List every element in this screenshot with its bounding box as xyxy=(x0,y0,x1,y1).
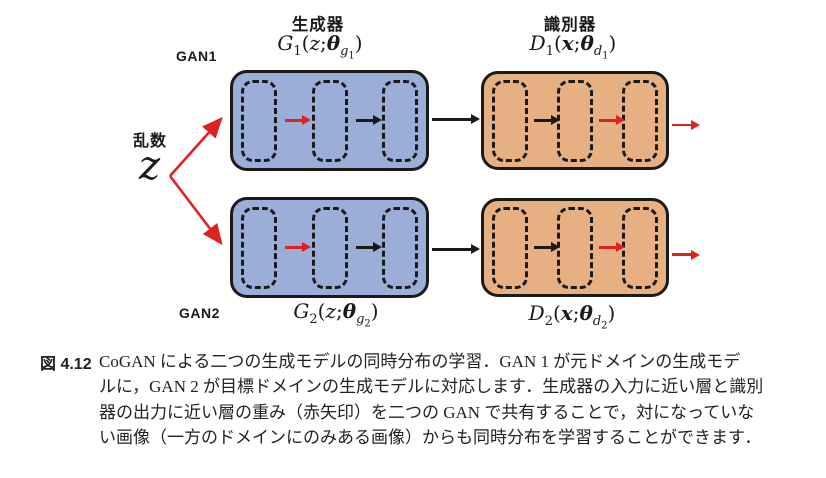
gan2-label: GAN2 xyxy=(179,305,220,321)
figure-number: 図 4.12 xyxy=(40,356,92,373)
shared-weight-arrow xyxy=(598,246,617,249)
z-symbol: z xyxy=(139,143,161,189)
layer-box xyxy=(311,206,348,289)
gan1-label: GAN1 xyxy=(176,48,217,64)
forward-arrow xyxy=(355,119,374,122)
layer-box xyxy=(557,206,593,289)
random-noise-label: 乱数 xyxy=(133,133,168,150)
gan2-discriminator-block xyxy=(481,198,669,297)
discriminator-header: 識別器 xyxy=(543,16,597,34)
layer-box xyxy=(382,79,418,162)
shared-weight-arrow xyxy=(598,119,617,122)
caption-line: CoGAN による二つの生成モデルの同時分布の学習．GAN 1 が元ドメインの生… xyxy=(99,352,741,371)
figure-caption: 図 4.12 CoGAN による二つの生成モデルの同時分布の学習．GAN 1 が… xyxy=(40,349,800,451)
g1-formula: G1(z;θg1) xyxy=(277,31,363,62)
layer-box xyxy=(557,79,593,162)
z-to-gan2-arrow xyxy=(168,175,223,246)
layer-box xyxy=(492,79,528,162)
forward-arrow xyxy=(355,246,374,249)
gan1-discriminator-block xyxy=(481,71,669,170)
shared-weight-arrow xyxy=(285,119,304,122)
layer-box xyxy=(241,206,277,289)
d2-formula: D2(x;θd2) xyxy=(528,301,616,332)
generator-header: 生成器 xyxy=(291,16,345,34)
gen2-to-disc2-arrow xyxy=(432,247,472,251)
shared-weight-arrow xyxy=(285,246,304,249)
layer-box xyxy=(311,79,348,162)
z-to-gan1-arrow xyxy=(169,117,223,177)
gan1-generator-block xyxy=(230,70,429,171)
g2-formula: G2(z;θg2) xyxy=(293,299,379,330)
caption-line: ルに，GAN 2 が目標ドメインの生成モデルに対応します．生成器の入力に近い層と… xyxy=(99,377,764,397)
layer-box xyxy=(382,206,418,289)
caption-line: 器の出力に近い層の重み（赤矢印）を二つの GAN で共有することで，対になってい… xyxy=(99,402,755,422)
layer-box xyxy=(492,206,528,289)
layer-box xyxy=(622,206,658,289)
d1-formula: D1(x;θd1) xyxy=(529,31,617,62)
z-input-arrows xyxy=(168,117,223,246)
layer-box xyxy=(622,79,658,162)
caption-line: い画像（一方のドメインにのみある画像）からも同時分布を学習することができます． xyxy=(99,428,762,448)
gen1-to-disc1-arrow xyxy=(432,118,472,121)
disc2-output-arrow xyxy=(672,253,692,257)
disc1-output-arrow xyxy=(672,123,692,127)
forward-arrow xyxy=(533,246,552,249)
forward-arrow xyxy=(533,119,552,122)
layer-box xyxy=(241,79,277,162)
caption-text: CoGAN による二つの生成モデルの同時分布の学習．GAN 1 が元ドメインの生… xyxy=(99,349,799,451)
gan2-generator-block xyxy=(230,197,429,298)
